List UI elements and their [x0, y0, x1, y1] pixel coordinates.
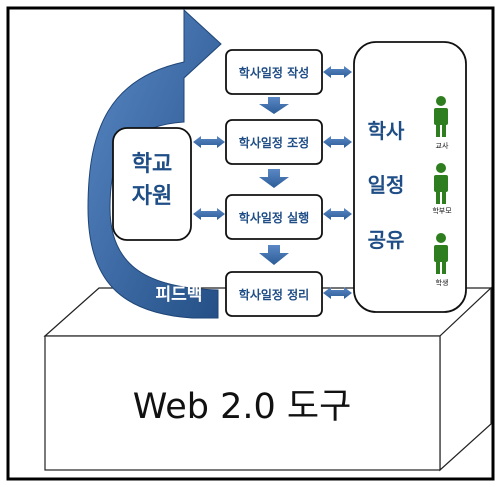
- person-label: 학부모: [432, 206, 452, 215]
- double-arrow-left-3: [193, 208, 225, 220]
- step-box-1: 학사일정 작성: [225, 49, 323, 95]
- school-resources-box: 학교 자원: [112, 127, 192, 241]
- double-arrow-right-3: [323, 208, 352, 220]
- share-panel-line-3: 공유: [368, 228, 405, 252]
- school-resources-line2: 자원: [132, 184, 172, 209]
- step-box-4: 학사일정 정리: [225, 271, 323, 317]
- double-arrow-right-2: [323, 136, 352, 148]
- step-box-label: 학사일정 정리: [239, 287, 309, 302]
- platform-front-face: [44, 335, 441, 471]
- double-arrow-right-4: [323, 287, 352, 299]
- person-label: 학생: [436, 278, 449, 287]
- step-box-2: 학사일정 조정: [225, 119, 323, 165]
- outer-frame: [6, 6, 495, 481]
- step-box-label: 학사일정 조정: [239, 135, 309, 150]
- double-arrow-left-2: [193, 136, 225, 148]
- feedback-label: 피드백: [156, 285, 203, 305]
- share-panel-line-1: 학사: [368, 119, 405, 143]
- step-box-label: 학사일정 실행: [239, 210, 309, 225]
- down-arrow-3: [259, 245, 289, 265]
- step-box-3: 학사일정 실행: [225, 194, 323, 240]
- person-icon: [434, 233, 448, 274]
- person-icon: [434, 163, 448, 204]
- school-resources-line1: 학교: [132, 152, 172, 177]
- double-arrow-right-1: [323, 66, 352, 78]
- share-panel-line-2: 일정: [368, 173, 405, 197]
- share-panel: 학사 일정 공유 교사 학부모 학생: [353, 41, 467, 313]
- down-arrow-2: [259, 169, 289, 188]
- person-label: 교사: [436, 141, 449, 150]
- down-arrow-1: [259, 97, 289, 114]
- platform-label: Web 2.0 도구: [133, 387, 352, 427]
- person-icon: [434, 96, 448, 137]
- step-box-label: 학사일정 작성: [239, 65, 309, 80]
